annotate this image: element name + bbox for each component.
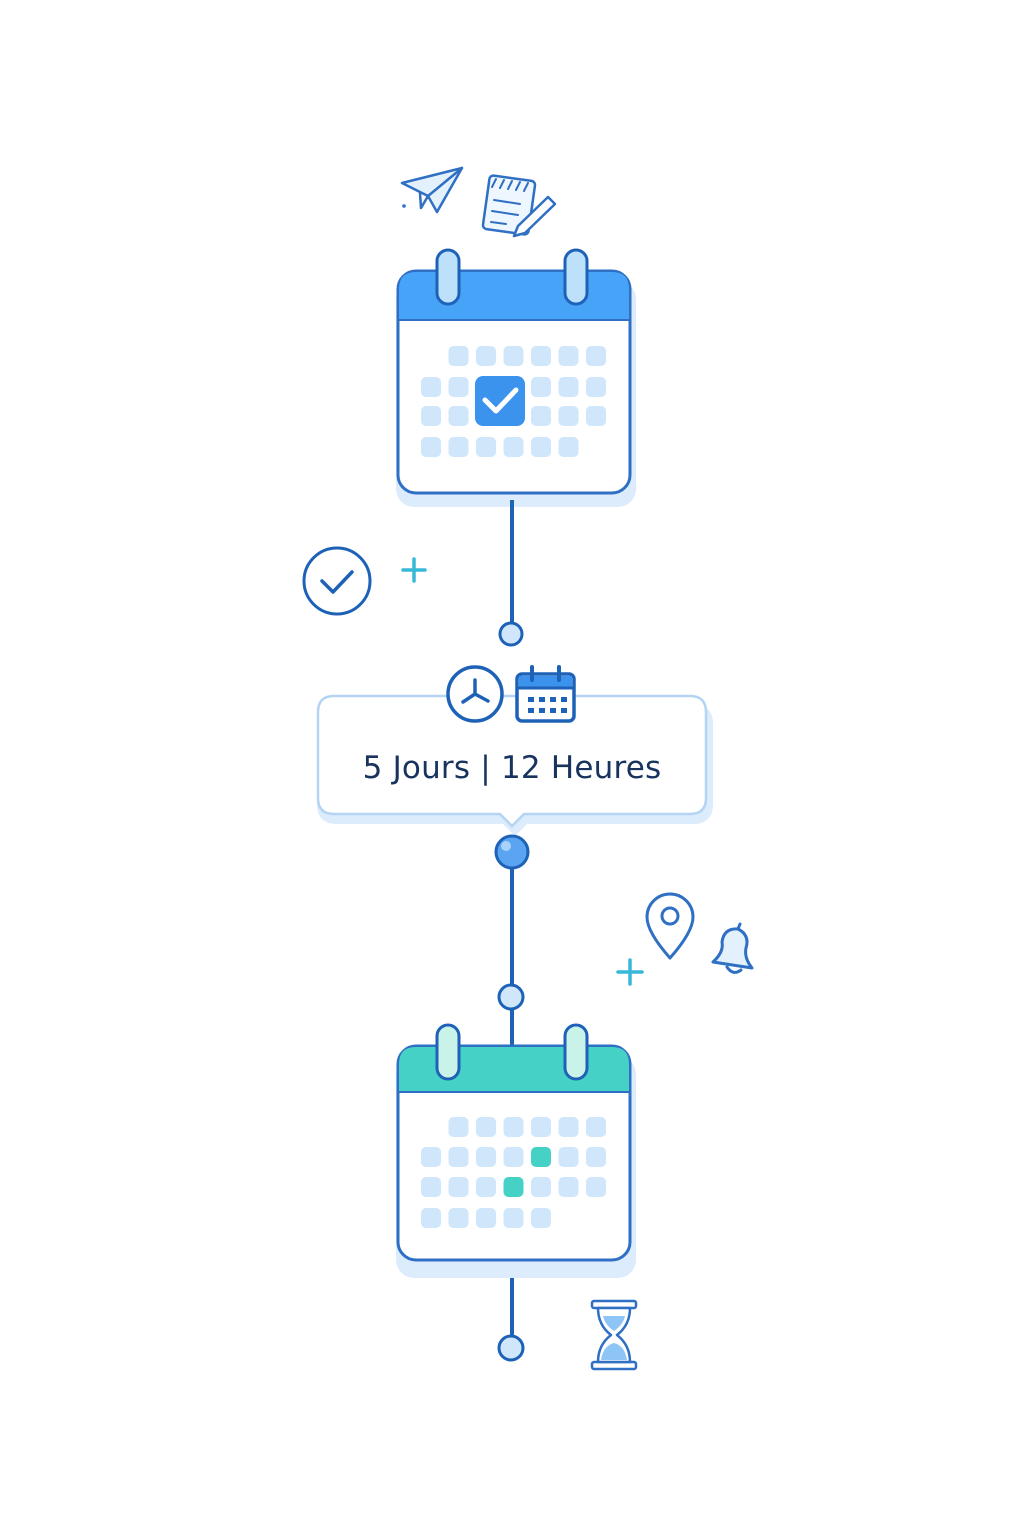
calendar-day-grid bbox=[421, 1117, 606, 1228]
calendar-day bbox=[558, 1177, 579, 1197]
plus-icon bbox=[401, 557, 427, 583]
duration-card-frame bbox=[316, 694, 713, 836]
calendar-day bbox=[448, 1147, 469, 1167]
start-calendar-header bbox=[399, 272, 629, 320]
calendar-day bbox=[448, 1208, 469, 1228]
calendar-day bbox=[503, 1147, 524, 1167]
calendar-day-grid bbox=[421, 346, 606, 457]
calendar-day bbox=[448, 437, 469, 457]
location-pin-icon bbox=[645, 892, 695, 960]
calendar-day bbox=[531, 377, 551, 397]
highlighted-day bbox=[531, 1147, 551, 1167]
calendar-day bbox=[448, 406, 469, 426]
calendar-day bbox=[531, 1208, 551, 1228]
calendar-day bbox=[421, 1147, 441, 1167]
calendar-day bbox=[476, 346, 496, 366]
duration-card: 5 Jours | 12 Heures bbox=[318, 696, 706, 814]
timeline-node bbox=[498, 621, 524, 647]
calendar-day bbox=[531, 437, 551, 457]
calendar-day bbox=[421, 1177, 441, 1197]
timeline-node bbox=[497, 1334, 525, 1362]
calendar-day bbox=[421, 437, 441, 457]
calendar-day bbox=[476, 437, 496, 457]
node-highlight bbox=[501, 841, 511, 851]
calendar-day bbox=[503, 437, 524, 457]
end-calendar-header bbox=[399, 1047, 629, 1092]
calendar-day bbox=[531, 406, 551, 426]
calendar-day bbox=[586, 1147, 606, 1167]
calendar-day bbox=[558, 406, 579, 426]
calendar-icon bbox=[515, 665, 576, 723]
calendar-day bbox=[503, 1117, 524, 1137]
bell-icon bbox=[711, 922, 754, 974]
calendar-day bbox=[448, 1117, 469, 1137]
calendar-day bbox=[503, 1208, 524, 1228]
hourglass-icon bbox=[590, 1299, 638, 1371]
calendar-ring bbox=[435, 1023, 461, 1081]
calendar-day bbox=[448, 377, 469, 397]
calendar-day bbox=[586, 1117, 606, 1137]
calendar-day bbox=[421, 377, 441, 397]
calendar-day bbox=[586, 377, 606, 397]
start-calendar bbox=[396, 248, 636, 507]
calendar-ring bbox=[563, 1023, 589, 1081]
calendar-day bbox=[448, 346, 469, 366]
calendar-ring bbox=[435, 248, 461, 306]
calendar-day bbox=[476, 1117, 496, 1137]
timeline-node bbox=[497, 983, 525, 1011]
highlighted-day bbox=[503, 1177, 524, 1197]
paper-plane-icon bbox=[400, 166, 464, 214]
calendar-day bbox=[558, 1117, 579, 1137]
calendar-day bbox=[421, 406, 441, 426]
end-calendar bbox=[396, 1023, 636, 1278]
calendar-day bbox=[421, 1208, 441, 1228]
calendar-day bbox=[558, 1147, 579, 1167]
calendar-day bbox=[503, 346, 524, 366]
calendar-ring bbox=[563, 248, 589, 306]
calendar-day bbox=[531, 346, 551, 366]
calendar-day bbox=[531, 1117, 551, 1137]
clock-icon bbox=[446, 665, 504, 723]
calendar-day bbox=[448, 1177, 469, 1197]
check-circle-icon bbox=[302, 546, 372, 616]
checked-day bbox=[475, 376, 525, 426]
calendar-day bbox=[476, 1177, 496, 1197]
calendar-day bbox=[586, 346, 606, 366]
calendar-day bbox=[476, 1208, 496, 1228]
calendar-day bbox=[586, 406, 606, 426]
checkmark-icon bbox=[482, 387, 519, 414]
calendar-day bbox=[558, 377, 579, 397]
calendar-day bbox=[558, 346, 579, 366]
plus-icon bbox=[616, 958, 644, 986]
timeline-node bbox=[494, 834, 530, 870]
calendar-day bbox=[531, 1177, 551, 1197]
calendar-day bbox=[558, 437, 579, 457]
notepad-pencil-icon bbox=[481, 174, 557, 238]
calendar-day bbox=[586, 1177, 606, 1197]
calendar-day bbox=[476, 1147, 496, 1167]
duration-label: 5 Jours | 12 Heures bbox=[362, 750, 662, 786]
